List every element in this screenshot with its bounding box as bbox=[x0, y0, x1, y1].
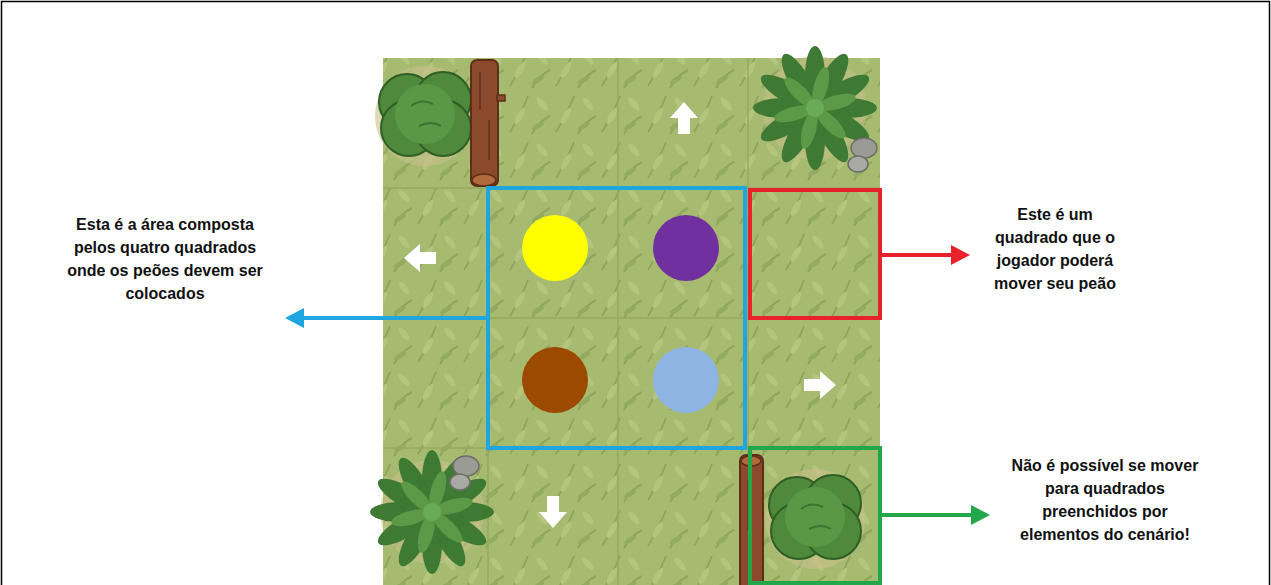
callout-text: Esta é a área composta pelos quatro quad… bbox=[65, 213, 265, 305]
direction-arrow bbox=[670, 102, 698, 134]
spiky-plant bbox=[370, 450, 494, 574]
pawn bbox=[522, 215, 588, 281]
pawn bbox=[653, 215, 719, 281]
callout-text: Este é um quadrado que o jogador poderá … bbox=[980, 203, 1130, 295]
pawn bbox=[522, 347, 588, 413]
pawn bbox=[653, 347, 719, 413]
highlight-box bbox=[488, 188, 745, 448]
direction-arrow bbox=[804, 371, 836, 399]
bush bbox=[765, 469, 865, 569]
direction-arrow bbox=[539, 496, 567, 528]
direction-arrow bbox=[404, 244, 436, 272]
bush bbox=[375, 66, 475, 166]
leader-arrow bbox=[882, 245, 970, 265]
leader-arrow bbox=[882, 505, 990, 525]
leader-arrow bbox=[285, 308, 488, 328]
rocks bbox=[848, 138, 877, 172]
highlight-box bbox=[750, 190, 880, 318]
log bbox=[471, 60, 505, 186]
highlight-box bbox=[750, 448, 880, 583]
callout-text: Não é possível se mover para quadrados p… bbox=[1005, 454, 1205, 546]
rocks bbox=[450, 456, 479, 490]
